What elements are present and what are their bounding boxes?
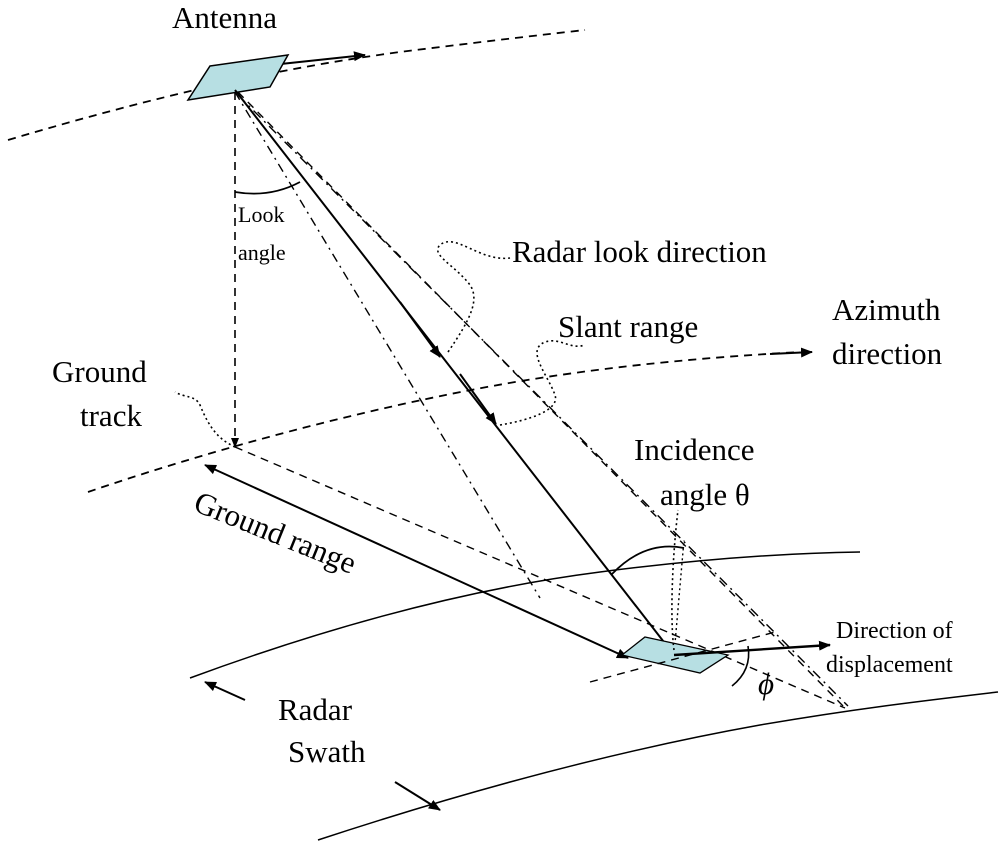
- slant-range-label: Slant range: [558, 309, 698, 344]
- ground-track-label-1: Ground: [52, 354, 147, 389]
- local-vertical: [673, 539, 685, 656]
- azimuth-label-1: Azimuth: [832, 292, 941, 327]
- displacement-arrow: [673, 640, 831, 657]
- azimuth-arrow: [769, 347, 813, 358]
- slant-range-arrow-2: [459, 373, 497, 425]
- leader-slant-range: [499, 340, 586, 426]
- radar-swath-label-2: Swath: [288, 734, 366, 769]
- look-angle-label-1: Look: [238, 202, 284, 227]
- swath-arrow-lower: [394, 781, 441, 811]
- ground-range-label: Ground range: [189, 484, 361, 581]
- swath-far-dashdot: [237, 94, 849, 707]
- direction-displacement-label-1: Direction of: [836, 618, 953, 644]
- orbit-track: [7, 29, 586, 141]
- azimuth-label-2: direction: [832, 336, 943, 371]
- swath-far-edge: [317, 691, 999, 841]
- radar-look-direction-label: Radar look direction: [512, 234, 767, 269]
- ground-track-label-2: track: [80, 398, 142, 433]
- look-angle-arc: [234, 181, 301, 195]
- ground-tangent-dashed: [589, 631, 776, 683]
- phi-angle-arc: [731, 645, 750, 687]
- phi-label: ϕ: [758, 666, 774, 701]
- antenna-panel: [186, 54, 290, 102]
- ground-range-arrow: [204, 464, 629, 659]
- swath-arrow-upper: [204, 681, 246, 701]
- swath-far-dashed: [237, 91, 846, 709]
- radar-swath-label-1: Radar: [278, 692, 353, 727]
- swath-near-edge: [189, 551, 861, 679]
- swath-near-dashed: [234, 91, 541, 599]
- direction-displacement-label-2: displacement: [826, 652, 953, 678]
- azimuth-track: [87, 351, 801, 493]
- leader-incidence: [671, 509, 679, 651]
- leader-radar-look: [437, 240, 511, 353]
- incidence-label-2: angle θ: [660, 477, 750, 512]
- look-angle-label-2: angle: [238, 240, 286, 265]
- ground-dashed-line: [234, 446, 846, 709]
- slant-range-arrow-1: [399, 301, 441, 358]
- incidence-label-1: Incidence: [634, 432, 754, 467]
- leader-ground-track: [174, 391, 236, 448]
- antenna-label: Antenna: [172, 0, 277, 35]
- incidence-angle-arc: [611, 545, 685, 575]
